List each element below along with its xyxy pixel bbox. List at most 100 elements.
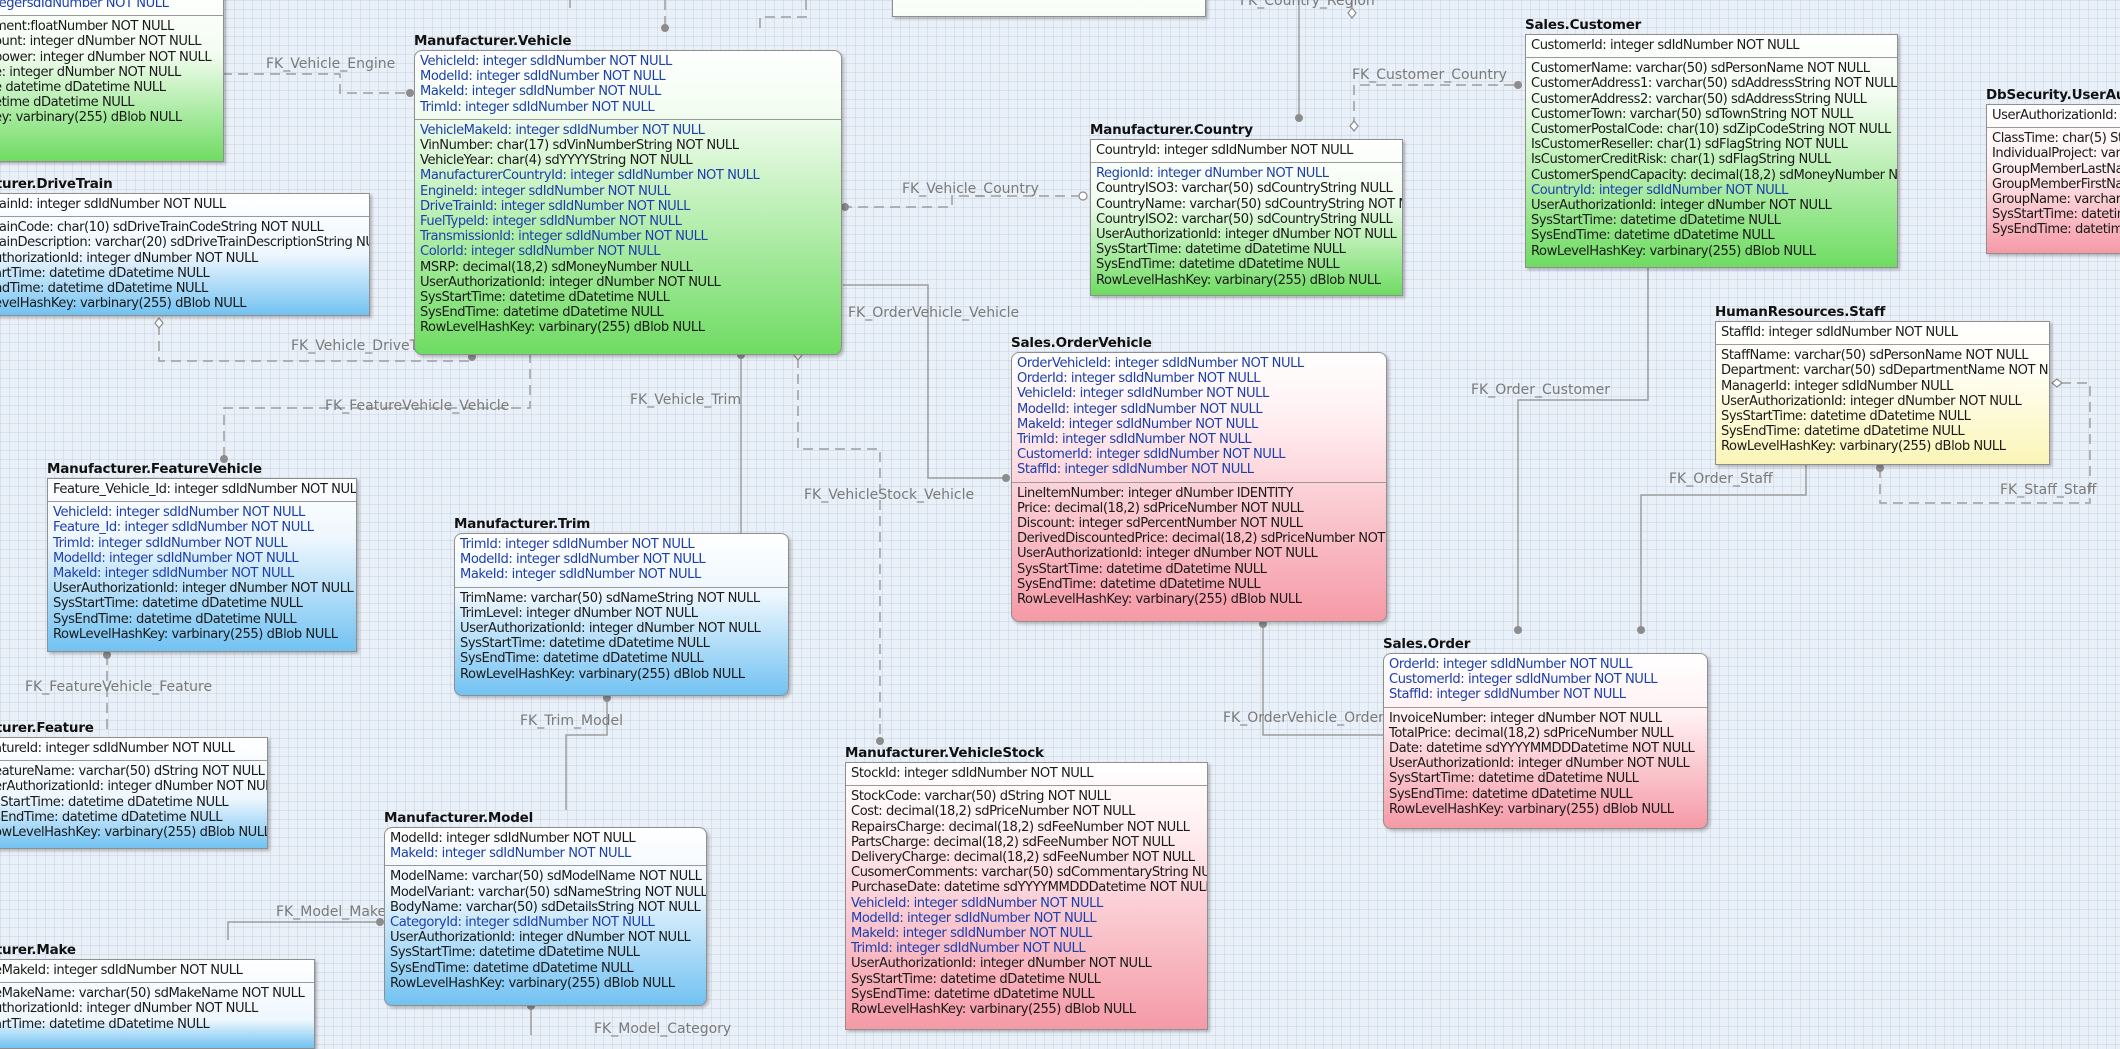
attribute-field: CustomerAddress1: varchar(50) sdAddressS… (1531, 76, 1897, 92)
key-field: OrderVehicleId: integer sdIdNumber NOT N… (1017, 356, 1304, 371)
line-fk-vehicle-country (842, 195, 1085, 208)
entity-title: Manufacturer.Trim (454, 516, 591, 532)
entity-country[interactable]: Manufacturer.Country CountryId: integer … (1090, 122, 1403, 296)
attribute-field: artTime: datetime dDatetime NULL (0, 265, 210, 281)
entity-title: Sales.Order (1383, 636, 1471, 652)
entity-vehiclestock[interactable]: Manufacturer.VehicleStock StockId: integ… (845, 745, 1208, 1030)
attribute-field: CustomerName: varchar(50) sdPersonName N… (1531, 61, 1870, 77)
entity-title: cturer.Feature (0, 720, 94, 736)
attribute-field: SysStartTime: datetime dDatetime NULL (1721, 409, 1971, 425)
attribute-field: eatureName: varchar(50) dString NOT NULL (0, 764, 265, 780)
attribute-field: CountryName: varchar(50) sdCountryString… (1096, 196, 1403, 212)
attribute-field: Price: decimal(18,2) sdPriceNumber NOT N… (1017, 500, 1304, 516)
attribute-field: VehicleYear: char(4) sdYYYYString NOT NU… (420, 153, 693, 169)
attribute-field: SysEndTime: datetime dDatetime NULL (460, 651, 704, 667)
line-fk-featurevehicle-vehicle (223, 353, 531, 458)
entity-model[interactable]: Manufacturer.Model ModelId: integer sdId… (384, 810, 707, 1006)
attribute-field: RowLevelHashKey: varbinary(255) dBlob NU… (390, 975, 675, 991)
attribute-field: SysStartTime: datetime dDatetime NULL (1096, 242, 1346, 258)
attribute-field: CountryId: integer sdIdNumber NOT NULL (1531, 182, 1788, 198)
attribute-field: UserAuthorizationId: integer dNumber NOT… (460, 621, 761, 637)
line-fk-vehicle-engine (222, 73, 410, 94)
attribute-field: TotalPrice: decimal(18,2) sdPriceNumber … (1389, 725, 1674, 741)
entity-ordervehicle[interactable]: Sales.OrderVehicle OrderVehicleId: integ… (1011, 335, 1387, 622)
attribute-field: DriveTrainId: integer sdIdNumber NOT NUL… (420, 198, 690, 214)
relationship-label: FK_VehicleStock_Vehicle (804, 487, 975, 503)
attribute-field: RowLevelHashKey: varbinary(255) dBlob NU… (1017, 592, 1302, 608)
relationship-label: FK_OrderVehicle_Vehicle (848, 305, 1020, 321)
line-fk-customer-country (1353, 84, 1520, 127)
key-field: MakeId: integer sdIdNumber NOT NULL (1017, 416, 1258, 432)
entity-title: Manufacturer.Country (1090, 122, 1253, 138)
entity-drivetrain[interactable]: cturer.DriveTrain rainId: integer sdIdNu… (0, 176, 370, 316)
attribute-field: RowLevelHashKey: varbinary(255) dBlob NU… (851, 1002, 1136, 1018)
attribute-field: Feature_Id: integer sdIdNumber NOT NULL (53, 520, 314, 536)
attribute-field: GroupMemberFirstNa (1992, 176, 2120, 192)
attribute-field: UserAuthorizationId: integer dNumber NOT… (1531, 198, 1832, 214)
entity-title: Sales.OrderVehicle (1011, 335, 1152, 351)
line-fk-vehicle-drivetrain (158, 325, 472, 362)
line-fk-model-make (227, 921, 380, 940)
attribute-field: RowLevelHashKey: varbinary(255) dBlob NU… (1096, 272, 1381, 288)
relationship-label: FK_Customer_Country (1352, 67, 1507, 83)
entity-feature[interactable]: cturer.Feature atureId: integer sdIdNumb… (0, 720, 268, 849)
key-field: MakeId: integer sdIdNumber NOT NULL (420, 84, 661, 100)
key-field: MakeId: integer sdIdNumber NOT NULL (390, 846, 631, 862)
relationship-label: FK_Trim_Model (520, 713, 624, 729)
entity-customer[interactable]: Sales.Customer CustomerId: integer sdIdN… (1525, 17, 1898, 268)
relationship-label: FK_FeatureVehicle_Feature (25, 679, 213, 695)
key-field: ModelId: integer sdIdNumber NOT NULL (390, 831, 636, 846)
line-fk-vehiclestock-vehicle (797, 358, 881, 740)
relationship-label: FK_Model_Category (594, 1021, 732, 1037)
attribute-field: sStartTime: datetime dDatetime NULL (0, 794, 229, 810)
relationship-label: FK_Vehicle_Country (902, 181, 1039, 197)
entity-userauthorization[interactable]: DbSecurity.UserAutho UserAuthorizationId… (1986, 87, 2120, 254)
key-field: tegersdIdNumber NOT NULL (0, 0, 169, 11)
relationship-label: FK_Country_Region (1240, 0, 1375, 9)
attribute-field: SysStartTime: datetime dDatetime NULL (851, 971, 1101, 987)
line-top-stub-3 (759, 0, 807, 30)
attribute-field: BodyName: varchar(50) sdDetailsString NO… (390, 899, 701, 915)
attribute-field: SysEndTime: datetime dDatetime NULL (53, 611, 297, 627)
attribute-field: eMakeName: varchar(50) sdMakeName NOT NU… (0, 986, 305, 1002)
attribute-field: SysEndTime: datetime dDatetime NULL (1531, 228, 1775, 244)
attribute-field: PartsCharge: decimal(18,2) sdFeeNumber N… (851, 834, 1175, 850)
attribute-field: RepairsCharge: decimal(18,2) sdFeeNumber… (851, 819, 1190, 835)
attribute-field: rainCode: char(10) sdDriveTrainCodeStrin… (0, 220, 324, 236)
relationship-label: FK_Staff_Staff (2000, 482, 2097, 498)
attribute-field: ModelVariant: varchar(50) sdNameString N… (390, 884, 707, 900)
entity-title: DbSecurity.UserAutho (1986, 87, 2120, 103)
attribute-field: UserAuthorizationId: integer dNumber NOT… (390, 930, 691, 946)
entity-title: Manufacturer.Vehicle (414, 33, 572, 49)
attribute-field: SysStartTime: datetime dDatetime NULL (420, 290, 670, 306)
attribute-field: MakeId: integer sdIdNumber NOT NULL (53, 566, 294, 582)
entity-make[interactable]: cturer.Make eMakeId: integer sdIdNumber … (0, 942, 315, 1049)
attribute-field: RowLevelHashKey: varbinary(255) dBlob NU… (460, 666, 745, 682)
attribute-field: ManagerId: integer sdIdNumber NULL (1721, 378, 1953, 394)
entity-featurevehicle[interactable]: Manufacturer.FeatureVehicle Feature_Vehi… (47, 461, 357, 652)
entity-region[interactable]: RowLevelHashKey: varbinary(255) dBlob NU… (892, 0, 1206, 17)
key-field: ModelId: integer sdIdNumber NOT NULL (420, 69, 666, 85)
attribute-field: sEndTime: datetime dDatetime NULL (0, 809, 223, 825)
attribute-field: LineItemNumber: integer dNumber IDENTITY (1017, 485, 1294, 501)
attribute-field: CustomerPostalCode: char(10) sdZipCodeSt… (1531, 122, 1891, 138)
attribute-field: ndTime: datetime dDatetime NULL (0, 281, 208, 297)
attribute-field: SysEndTime: datetime dDatetime NULL (851, 986, 1095, 1002)
relationship-label: FK_Order_Staff (1669, 471, 1773, 487)
key-field: TrimId: integer sdIdNumber NOT NULL (460, 537, 695, 552)
entity-title: Manufacturer.Model (384, 810, 534, 826)
entity-trim[interactable]: Manufacturer.Trim TrimId: integer sdIdNu… (454, 516, 789, 696)
entity-order[interactable]: Sales.Order OrderId: integer sdIdNumber … (1383, 636, 1708, 829)
key-field: CountryId: integer sdIdNumber NOT NULL (1096, 143, 1353, 158)
attribute-field: PurchaseDate: datetime sdYYYYMMDDDatetim… (851, 880, 1208, 896)
key-field: VehicleId: integer sdIdNumber NOT NULL (420, 54, 672, 69)
attribute-field: InvoiceNumber: integer dNumber NOT NULL (1389, 710, 1662, 726)
attribute-field: RowLevelHashKey: varbinary(255) dBlob NU… (1531, 243, 1816, 259)
entity-vehicle[interactable]: Manufacturer.Vehicle VehicleId: integer … (414, 33, 842, 355)
key-field: CustomerId: integer sdIdNumber NOT NULL (1389, 672, 1658, 688)
key-field: atureId: integer sdIdNumber NOT NULL (0, 741, 235, 756)
entity-staff[interactable]: HumanResources.Staff StaffId: integer sd… (1715, 304, 2050, 465)
attribute-field: StockCode: varchar(50) dString NOT NULL (851, 789, 1111, 805)
attribute-field: VehicleId: integer sdIdNumber NOT NULL (53, 505, 305, 521)
